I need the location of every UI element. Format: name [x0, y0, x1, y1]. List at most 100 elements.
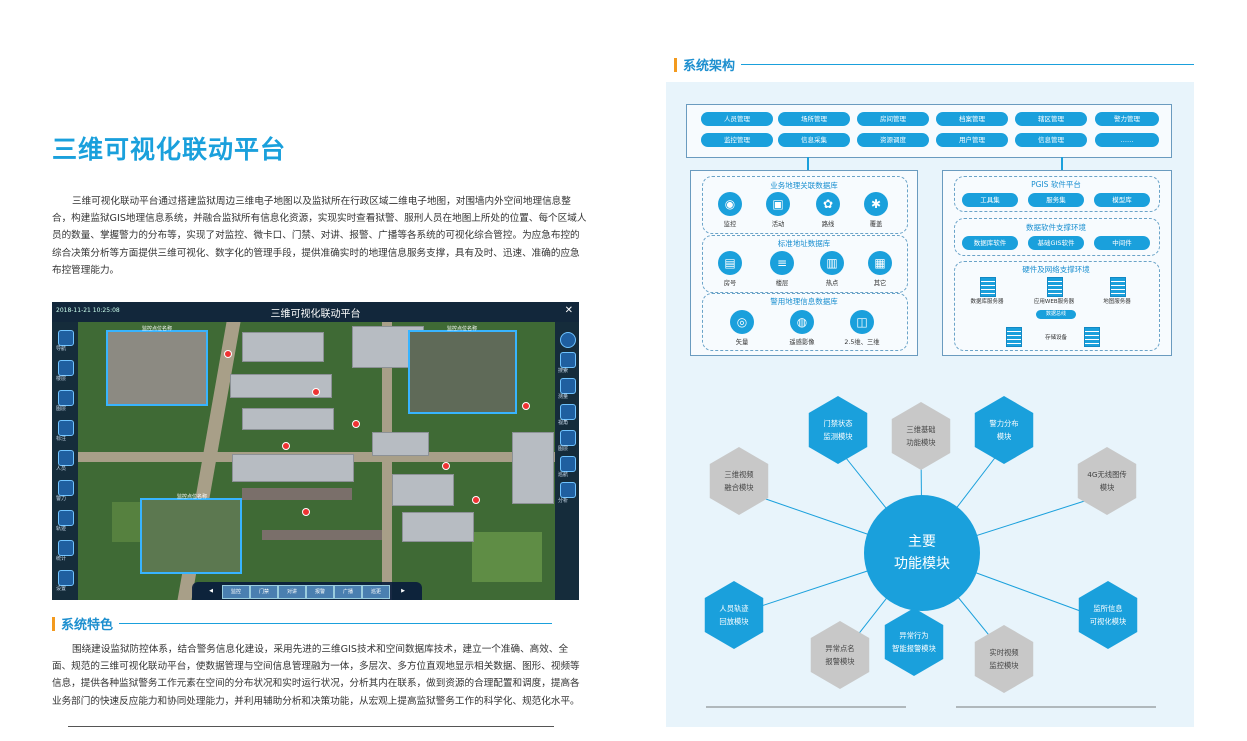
floor-icon[interactable]	[58, 360, 74, 376]
hardware-group	[954, 261, 1160, 351]
activity-icon: ▣	[766, 192, 790, 216]
db3-title: 警用地理信息数据库	[770, 297, 838, 306]
module-hex-0: 门禁状态 监测模块	[808, 396, 868, 464]
3d-icon: ◫	[850, 310, 874, 334]
support-item-0: 数据库软件	[962, 236, 1018, 250]
bottom-btn-4[interactable]: 广播	[334, 585, 362, 599]
right-label-0: 搜索	[558, 368, 569, 374]
floor-layer-icon: ≡	[770, 251, 794, 275]
screenshot-bottom-toolbar: ◀ 监控 门禁 对讲 报警 广播 巡更 ▶	[192, 582, 422, 600]
pgis-item-2: 模型库	[1094, 193, 1150, 207]
db3-group	[702, 293, 908, 351]
right-label-5: 分析	[558, 498, 569, 504]
left-label-8: 设置	[56, 586, 67, 592]
video-window-1[interactable]	[106, 330, 208, 406]
video-label-2: 监控点位名称	[447, 326, 478, 332]
search-icon[interactable]	[560, 352, 576, 368]
left-label-2: 图层	[56, 406, 67, 412]
video-window-3[interactable]	[140, 498, 242, 574]
next-arrow-icon[interactable]: ▶	[401, 588, 405, 594]
close-icon[interactable]: ✕	[564, 305, 573, 316]
layer-toggle-icon[interactable]	[560, 430, 576, 446]
left-label-4: 人员	[56, 466, 67, 472]
footer-divider	[68, 726, 554, 727]
storage-label: 存储设备	[1044, 335, 1067, 341]
db3-label-2: 2.5维、三维	[844, 339, 880, 346]
hw-label-0: 数据库服务器	[970, 299, 1004, 305]
right-label-3: 图层	[558, 446, 569, 452]
layer-icon[interactable]	[58, 390, 74, 406]
bottom-btn-1[interactable]: 门禁	[250, 585, 278, 599]
stats-icon[interactable]	[58, 540, 74, 556]
top-item-12: ……	[1095, 133, 1159, 147]
top-item-9: 资源调度	[857, 133, 929, 147]
screenshot-time: 2018-11-21 10:25:08	[56, 307, 120, 314]
other-icon: ▦	[868, 251, 892, 275]
db2-label-3: 其它	[873, 280, 887, 287]
db3-label-1: 遥感影像	[789, 339, 815, 346]
top-item-3: 房间管理	[857, 112, 929, 126]
screenshot-right-toolbar: 搜索 测量 视角 图层 巡航 分析	[555, 322, 579, 600]
features-paragraph: 围绕建设监狱防控体系，结合警务信息化建设，采用先进的三维GIS技术和空间数据库技…	[52, 644, 580, 707]
right-label-2: 视角	[558, 420, 569, 426]
bottom-btn-0[interactable]: 监控	[222, 585, 250, 599]
top-item-2: 场所管理	[778, 112, 850, 126]
hw-label-1: 应用WEB服务器	[1033, 299, 1075, 305]
nav-icon[interactable]	[58, 330, 74, 346]
track-icon[interactable]	[58, 510, 74, 526]
top-item-11: 信息管理	[1015, 133, 1087, 147]
db2-label-0: 房号	[723, 280, 737, 287]
center-module: 主要 功能模块	[864, 495, 980, 611]
person-icon[interactable]	[58, 450, 74, 466]
db1-label-1: 活动	[771, 221, 785, 228]
web-server-icon	[1047, 277, 1063, 297]
db1-group	[702, 176, 908, 234]
cruise-icon[interactable]	[560, 456, 576, 472]
arrow-left	[807, 157, 809, 170]
hotspot-icon: ▥	[820, 251, 844, 275]
left-label-7: 统计	[56, 556, 67, 562]
room-icon: ▤	[718, 251, 742, 275]
left-label-0: 导航	[56, 346, 67, 352]
coverage-icon: ✱	[864, 192, 888, 216]
platform-screenshot: 监控点位名称 监控点位名称 监控点位名称 2018-11-21 10:25:08…	[52, 302, 579, 600]
bottom-btn-3[interactable]: 报警	[306, 585, 334, 599]
module-hex-6: 监所信息 可视化模块	[1078, 581, 1138, 649]
video-label-1: 监控点位名称	[142, 326, 173, 332]
pgis-title: PGIS 软件平台	[1031, 180, 1081, 189]
db-server-icon	[980, 277, 996, 297]
features-heading: 系统特色	[52, 614, 552, 633]
page-title: 三维可视化联动平台	[52, 135, 287, 164]
module-hex-1: 三维基础 功能模块	[891, 402, 951, 470]
left-label-5: 警力	[56, 496, 67, 502]
settings-icon[interactable]	[58, 570, 74, 586]
top-item-4: 档案管理	[936, 112, 1008, 126]
pgis-item-0: 工具集	[962, 193, 1018, 207]
db1-label-0: 监控	[723, 221, 737, 228]
screenshot-left-toolbar: 导航 楼层 图层 标注 人员 警力 轨迹 统计 设置	[52, 322, 78, 600]
bottom-btn-2[interactable]: 对讲	[278, 585, 306, 599]
db1-title: 业务地理关联数据库	[770, 181, 838, 190]
more-icon[interactable]	[560, 332, 576, 348]
bottom-btn-5[interactable]: 巡更	[362, 585, 390, 599]
support-title: 数据软件支撑环境	[1026, 223, 1086, 232]
pgis-group	[954, 176, 1160, 212]
hw-label-2: 地图服务器	[1103, 299, 1131, 305]
remote-sensing-icon: ◍	[790, 310, 814, 334]
arch-heading: 系统架构	[674, 55, 1194, 74]
screenshot-titlebar	[52, 302, 579, 322]
prev-arrow-icon[interactable]: ◀	[209, 588, 213, 594]
db2-label-2: 热点	[825, 280, 839, 287]
analysis-icon[interactable]	[560, 482, 576, 498]
camera-icon: ◉	[718, 192, 742, 216]
network-bus: 数据总线	[1036, 310, 1076, 319]
arch-heading-text: 系统架构	[683, 59, 736, 74]
video-window-2[interactable]	[408, 330, 517, 414]
hardware-title: 硬件及网络支撑环境	[1022, 265, 1090, 274]
center-line-1: 主要	[908, 534, 936, 550]
police-icon[interactable]	[58, 480, 74, 496]
storage-icon-2	[1084, 327, 1100, 347]
view-icon[interactable]	[560, 404, 576, 420]
measure-icon[interactable]	[560, 378, 576, 394]
mark-icon[interactable]	[58, 420, 74, 436]
